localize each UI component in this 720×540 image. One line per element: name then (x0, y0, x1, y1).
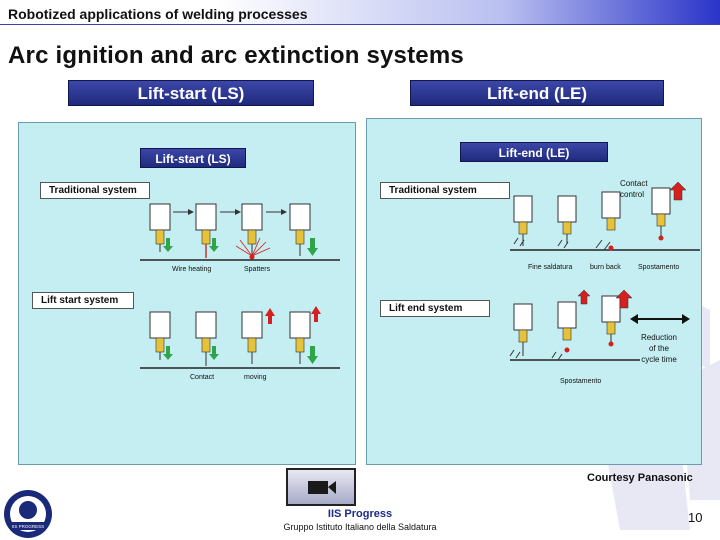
torch-icon (289, 311, 311, 364)
caption-wire-heating: Wire heating (172, 266, 212, 273)
torch-icon (513, 303, 533, 356)
torch-icon (601, 295, 621, 347)
iis-logo: IIS PROGRESS (4, 490, 52, 538)
caption-moving: moving (244, 374, 267, 381)
contact-control-label: Contact control (620, 179, 648, 199)
torch-icon (149, 203, 171, 252)
double-arrow-icon (630, 314, 690, 324)
torch-icon (195, 203, 217, 258)
lift-start-system-label: Lift start system (32, 292, 134, 309)
torch-icon (241, 311, 263, 364)
traditional-lift-end-diagram (510, 182, 700, 251)
svg-text:IIS PROGRESS: IIS PROGRESS (12, 524, 44, 529)
torch-icon (651, 187, 671, 241)
torch-icon (601, 191, 621, 251)
lift-start-inner-title: Lift-start (LS) (140, 148, 246, 168)
traditional-system-label-left: Traditional system (40, 182, 150, 199)
torch-icon (557, 301, 577, 353)
lift-end-header: Lift-end (LE) (410, 80, 664, 106)
torch-icon (241, 203, 263, 256)
traditional-lift-start-diagram (140, 203, 340, 261)
lift-end-panel (366, 118, 702, 465)
torch-icon (149, 311, 171, 360)
reduction-label: Reduction of the cycle time (640, 333, 678, 364)
section-title: Robotized applications of welding proces… (8, 6, 308, 22)
video-button[interactable] (286, 468, 356, 506)
lift-start-diagram (140, 306, 340, 369)
caption-spostamento-top: Spostamento (638, 264, 680, 271)
courtesy-text: Courtesy Panasonic (587, 472, 693, 484)
caption-spatters: Spatters (244, 266, 271, 273)
traditional-system-label-right: Traditional system (380, 182, 510, 199)
spatter-icon (235, 237, 271, 257)
caption-contact: Contact (190, 374, 215, 381)
page-title: Arc ignition and arc extinction systems (8, 42, 464, 69)
torch-icon (513, 195, 533, 246)
footer-org-name: IIS Progress (327, 508, 393, 520)
lift-end-system-label: Lift end system (380, 300, 490, 317)
top-divider (0, 24, 720, 25)
lift-start-panel (18, 122, 356, 465)
lift-end-inner-title: Lift-end (LE) (460, 142, 608, 162)
top-banner (0, 0, 720, 24)
video-camera-icon (308, 481, 336, 494)
footer-org-subtitle: Gruppo Istituto Italiano della Saldatura (283, 522, 437, 532)
caption-fine-saldatura: Fine saldatura (528, 264, 573, 271)
torch-icon (195, 311, 217, 366)
torch-icon (557, 195, 577, 244)
lift-start-header: Lift-start (LS) (68, 80, 314, 106)
caption-spostamento-bottom: Spostamento (560, 378, 602, 385)
caption-burn-back: burn back (590, 264, 621, 271)
torch-icon (289, 203, 311, 256)
page-number: 10 (688, 510, 703, 525)
lift-end-diagram (509, 290, 640, 361)
